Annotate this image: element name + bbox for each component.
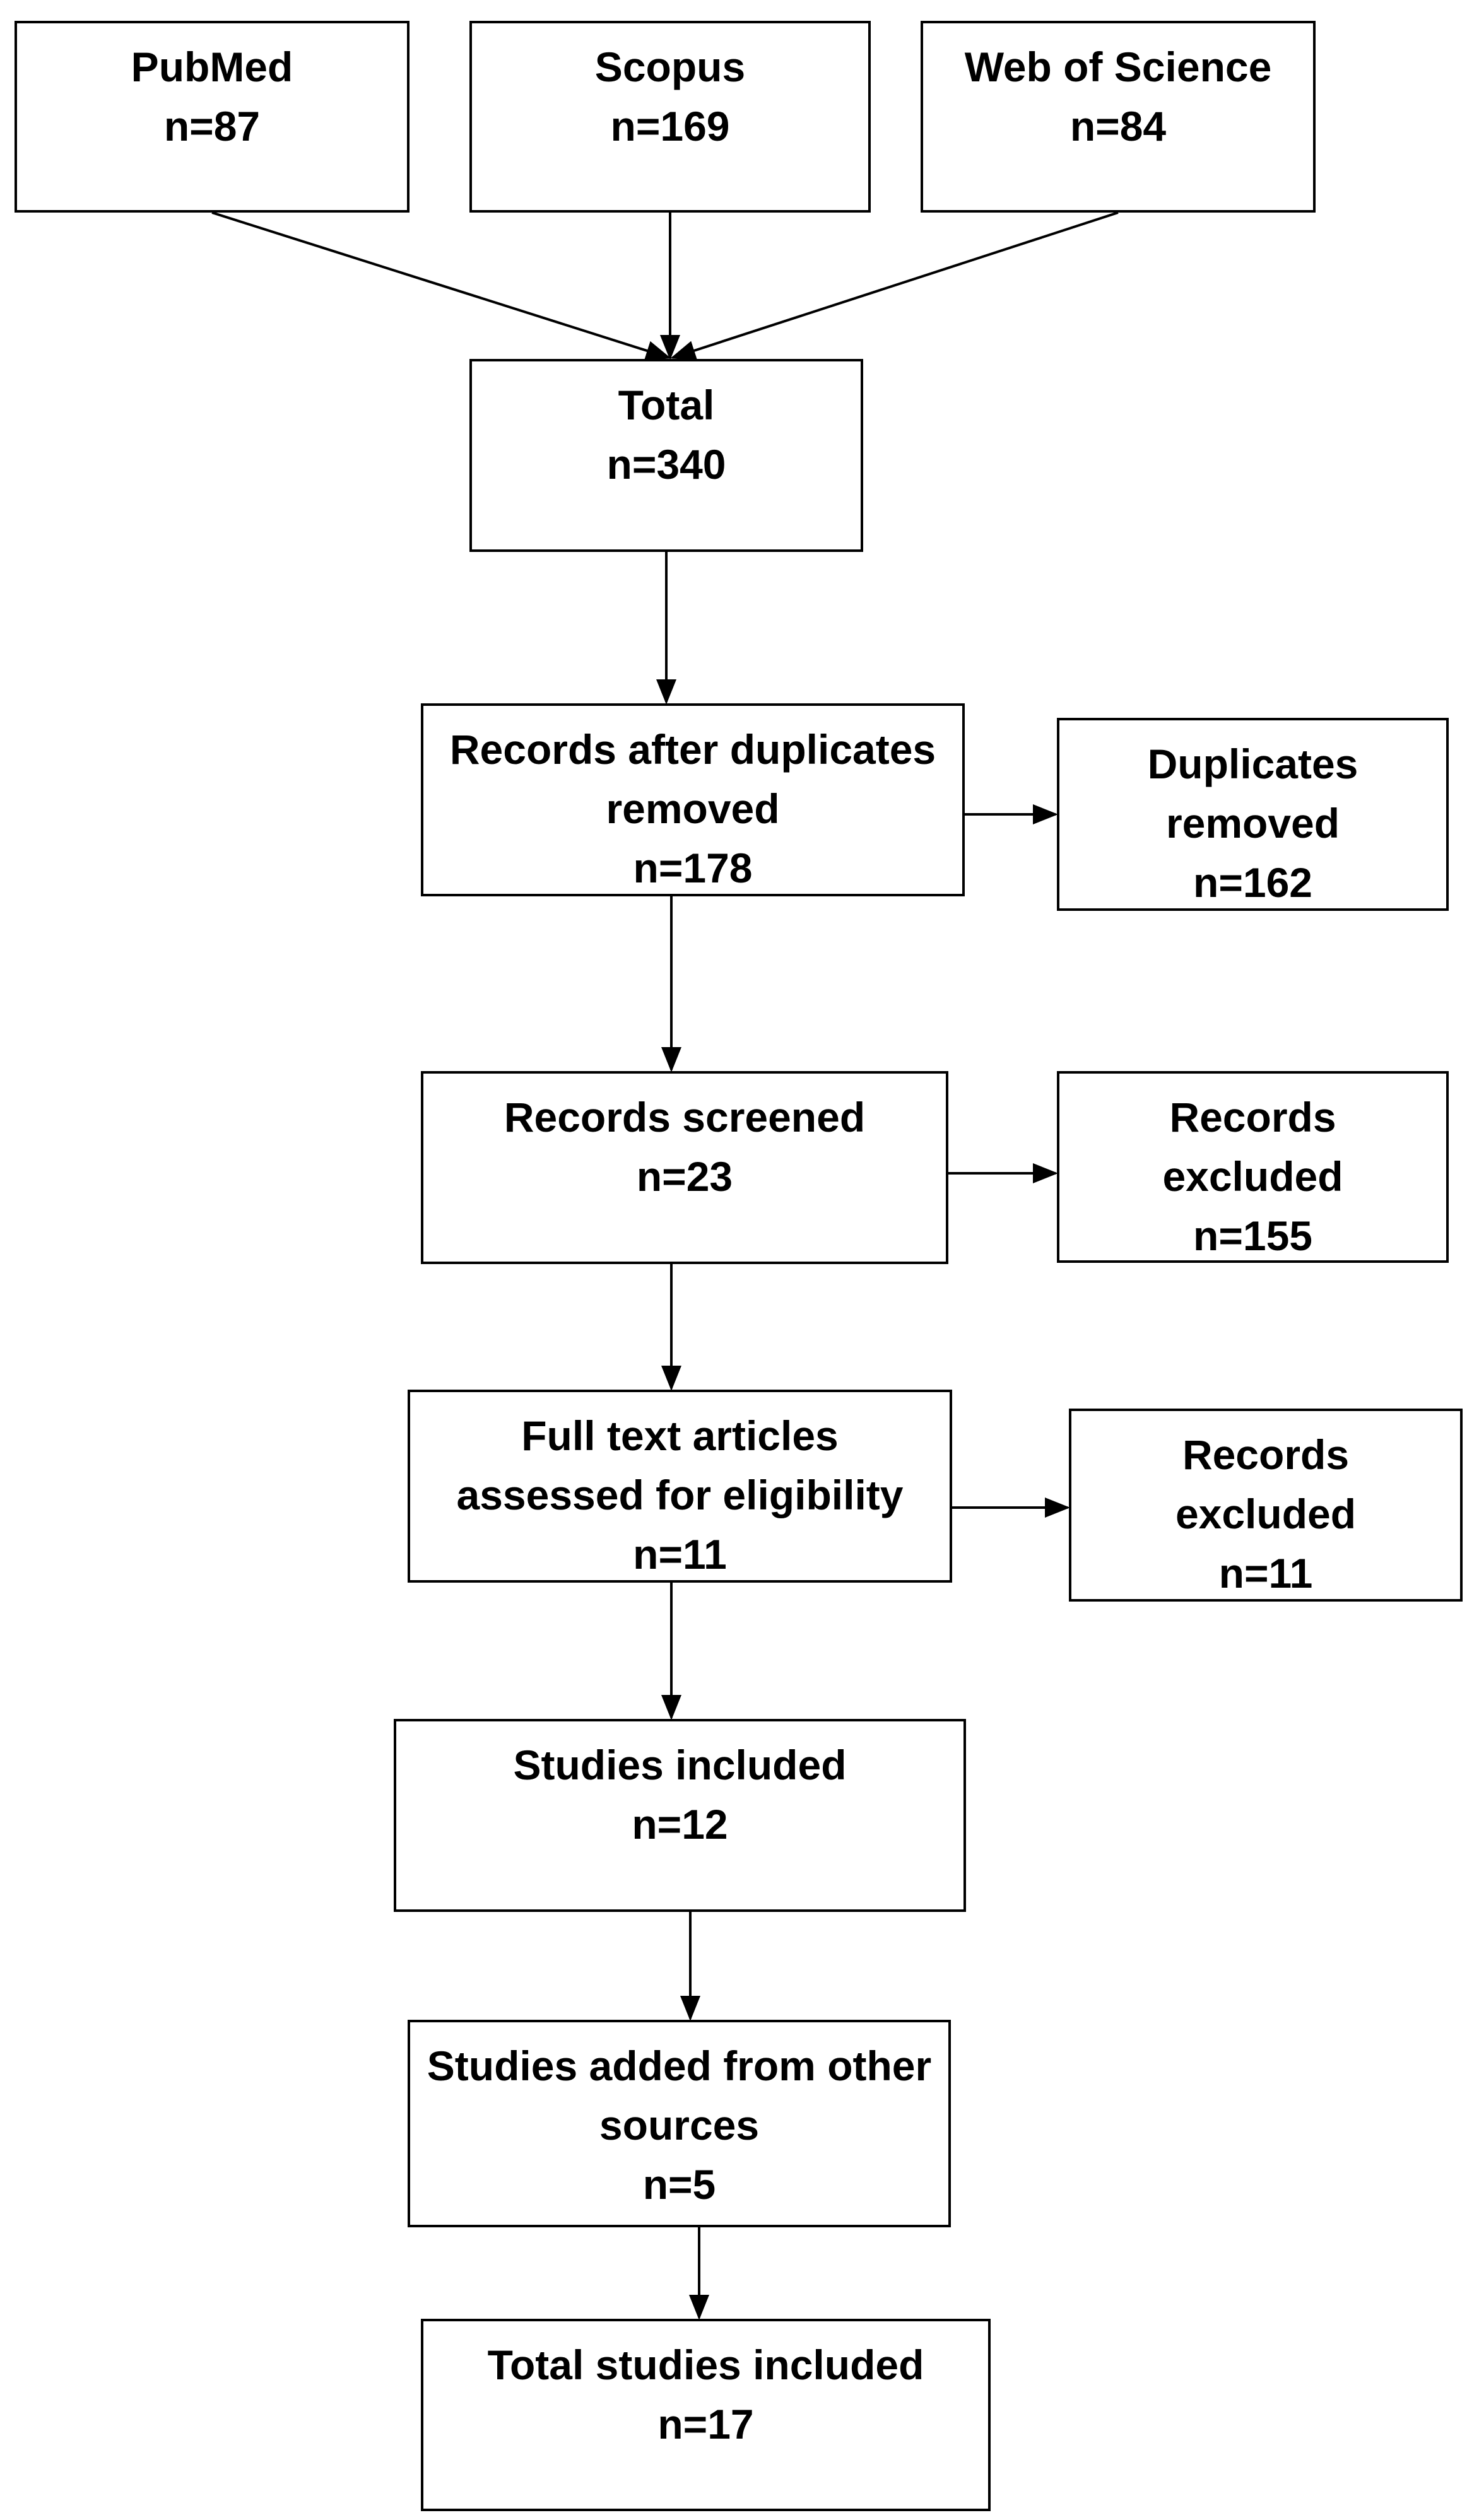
box-label-continued: excluded [1175,1491,1357,1537]
arrow-pubmed-to-total [211,211,671,361]
box-label: PubMed [131,44,293,90]
box-label: Records after duplicates [449,726,936,773]
box-label-continued: excluded [1162,1153,1343,1200]
box-count: n=17 [657,2401,754,2447]
scopus-box: Scopus n=169 [469,21,871,213]
box-label: Scopus [594,44,746,90]
studies-added-other-sources-box: Studies added from other sources n=5 [408,2020,951,2227]
full-text-excluded-box: Records excluded n=11 [1069,1409,1463,1602]
box-label: Records screened [504,1094,866,1140]
box-count: n=11 [633,1531,727,1578]
studies-included-box: Studies included n=12 [394,1719,966,1912]
full-text-assessed-box: Full text articles assessed for eligibil… [408,1390,952,1583]
box-label: Studies included [513,1742,847,1788]
box-label: Studies added from other [427,2042,932,2089]
box-label-continued: removed [606,785,780,832]
box-label-continued: removed [1165,800,1340,847]
box-label-continued: assessed for eligibility [456,1472,904,1518]
box-count: n=87 [163,103,261,149]
box-count: n=23 [636,1153,733,1200]
box-label: Total studies included [487,2341,924,2388]
total-box: Total n=340 [469,359,863,552]
pubmed-box: PubMed n=87 [15,21,410,213]
duplicates-removed-box: Duplicates removed n=162 [1057,718,1449,911]
box-count: n=155 [1193,1212,1312,1259]
box-count: n=340 [606,441,726,488]
box-label: Total [618,382,715,428]
box-label: Full text articles [521,1412,839,1459]
box-count: n=12 [632,1801,728,1848]
box-label: Records [1169,1094,1336,1140]
arrow-wos-to-total [670,211,1119,361]
box-label-continued: sources [599,2102,760,2148]
records-after-duplicates-box: Records after duplicates removed n=178 [421,703,965,896]
records-excluded-box: Records excluded n=155 [1057,1071,1449,1263]
box-count: n=169 [610,103,730,149]
box-count: n=5 [642,2161,716,2208]
web-of-science-box: Web of Science n=84 [921,21,1316,213]
records-screened-box: Records screened n=23 [421,1071,948,1264]
box-label: Duplicates [1147,741,1358,787]
box-label: Web of Science [964,44,1272,90]
box-count: n=178 [633,845,753,891]
box-count: n=84 [1069,103,1167,149]
box-label: Records [1182,1431,1350,1478]
box-count: n=11 [1218,1550,1313,1597]
total-studies-included-box: Total studies included n=17 [421,2319,991,2511]
box-count: n=162 [1193,859,1312,906]
